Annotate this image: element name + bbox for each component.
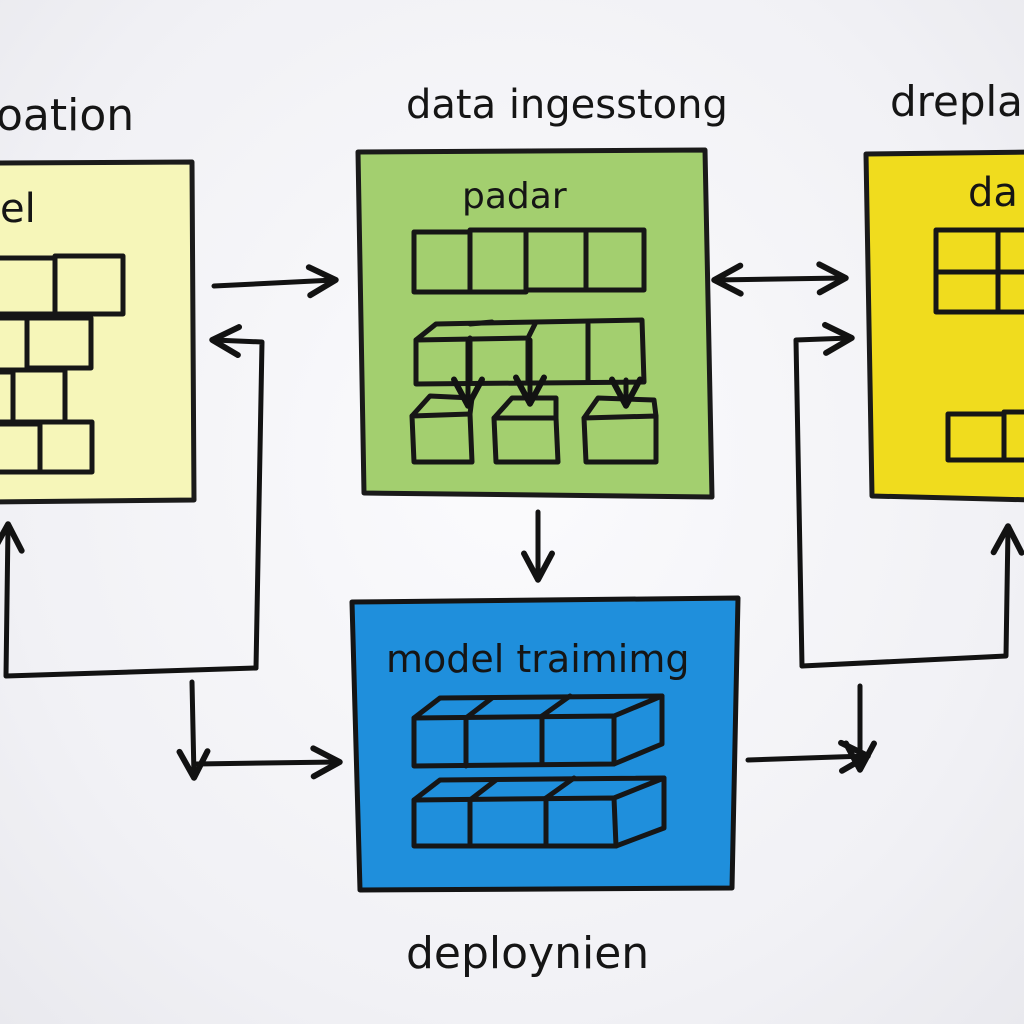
training-box-bottom-cubes xyxy=(411,775,667,849)
right-box-grid xyxy=(933,227,1024,463)
label-left-box: el xyxy=(0,186,36,232)
label-training: model traimimg xyxy=(386,637,689,681)
arrow-right-loop xyxy=(793,321,855,669)
arrow-training-right xyxy=(745,739,871,774)
center-box-bottom-row xyxy=(409,337,659,465)
right-box xyxy=(863,149,1024,503)
arrow-down-left xyxy=(176,679,211,781)
label-bottom: deploynien xyxy=(406,928,649,979)
label-right-top: dreplа xyxy=(890,77,1023,126)
training-box xyxy=(349,595,741,893)
training-box-top-cubes xyxy=(411,693,665,769)
center-box-top-row xyxy=(411,227,647,295)
arrow-left-to-training xyxy=(193,745,343,780)
label-left-top: oation xyxy=(0,90,134,141)
label-center-box: padar xyxy=(462,176,567,217)
arrow-right-loop-outer xyxy=(799,523,1024,669)
center-box xyxy=(355,147,715,500)
label-center-top: data ingesstong xyxy=(406,82,728,128)
arrow-center-right-bidirectional xyxy=(711,261,849,297)
arrow-loop-left-outer xyxy=(0,521,259,679)
arrow-left-to-center xyxy=(211,264,339,299)
connectors xyxy=(0,261,1024,781)
label-right-box: da xyxy=(968,170,1018,216)
left-box xyxy=(0,159,197,505)
arrow-loop-left-inner xyxy=(209,324,265,671)
left-box-grid xyxy=(0,253,126,475)
